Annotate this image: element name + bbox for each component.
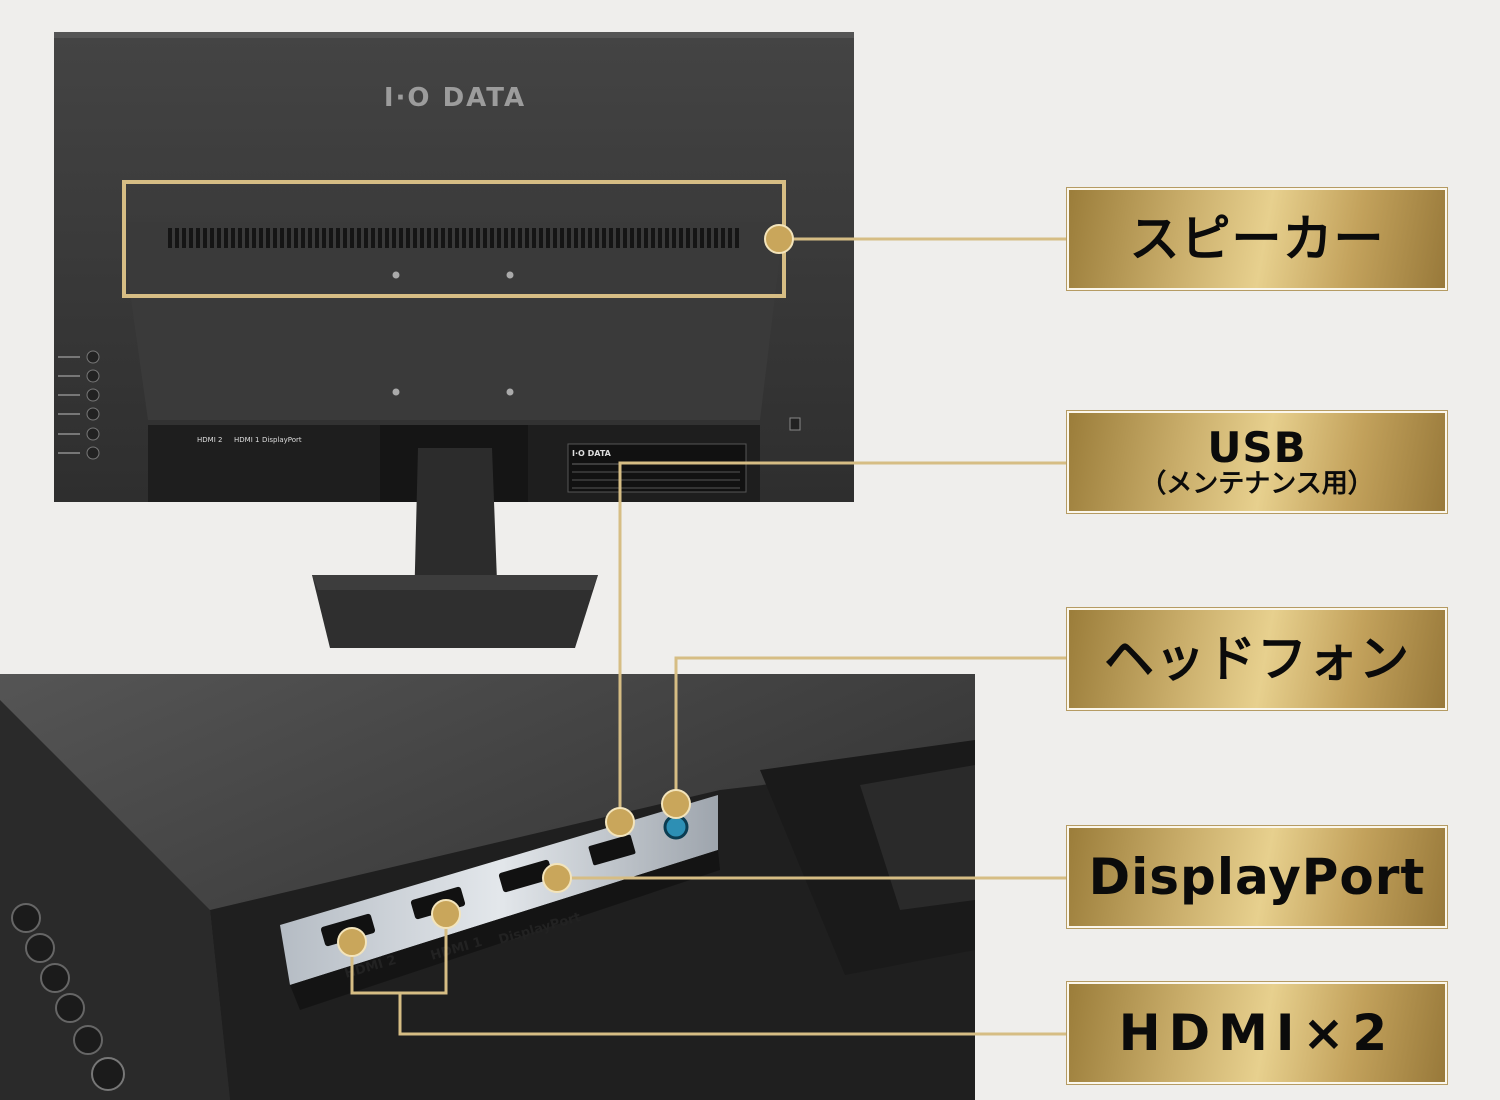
- closeup-control-button: [73, 1025, 103, 1055]
- closeup-port-view: HDMI 2 HDMI 1 DisplayPort: [0, 674, 975, 1100]
- displayport-label: DisplayPort: [1067, 826, 1447, 928]
- callout-lines: [122, 180, 1067, 1036]
- mount-hole: [392, 388, 400, 396]
- back-port-label-hdmi1: HDMI 1: [234, 436, 259, 444]
- closeup-displayport-port: [498, 859, 554, 893]
- displayport-label-text: DisplayPort: [1088, 848, 1426, 906]
- monitor-back-view: I·O DATA HDMI 2 HDMI 1 DisplayPort I·O D…: [54, 32, 854, 648]
- control-button: [86, 407, 100, 421]
- speaker-label: スピーカー: [1067, 188, 1447, 290]
- speaker-label-text: スピーカー: [1129, 210, 1385, 268]
- back-port-label-hdmi2: HDMI 2: [197, 436, 222, 444]
- closeup-control-button: [11, 903, 41, 933]
- headphone-label: ヘッドフォン: [1067, 608, 1447, 710]
- closeup-headphone-jack: [663, 814, 689, 840]
- usb-label-text: USB: [1207, 423, 1307, 472]
- side-control-buttons: [58, 350, 100, 460]
- closeup-stand-face: [860, 765, 975, 910]
- mount-hole: [506, 271, 514, 279]
- closeup-power-button: [91, 1057, 125, 1091]
- closeup-usb-port: [588, 834, 636, 866]
- closeup-control-button: [25, 933, 55, 963]
- spec-plate: [567, 443, 747, 493]
- stand-neck: [414, 448, 498, 608]
- closeup-control-button: [55, 993, 85, 1023]
- port-bay-shadow: [290, 850, 720, 1010]
- hdmi2-dot: [337, 927, 367, 957]
- back-port-label-displayport: DisplayPort: [262, 436, 302, 444]
- power-button: [86, 446, 100, 460]
- callout-dots: [337, 224, 794, 957]
- headphone-dot: [661, 789, 691, 819]
- closeup-control-button: [40, 963, 70, 993]
- control-button: [86, 427, 100, 441]
- hdmi-label: HDMI×2: [1067, 982, 1447, 1084]
- usb-label-subtext: （メンテナンス用）: [1140, 469, 1374, 499]
- hdmi-label-text: HDMI×2: [1118, 1004, 1396, 1062]
- headphone-label-text: ヘッドフォン: [1104, 630, 1410, 688]
- stand-base: [312, 575, 598, 648]
- mount-hole: [506, 388, 514, 396]
- mount-hole: [392, 271, 400, 279]
- spec-plate-brand: I·O DATA: [572, 449, 612, 458]
- displayport-dot: [542, 863, 572, 893]
- usb-label: USB （メンテナンス用）: [1067, 411, 1447, 513]
- speaker-dot: [764, 224, 794, 254]
- brand-logo: I·O DATA: [384, 83, 526, 113]
- speaker-grille: [166, 228, 740, 248]
- monitor-rear-bulge: [120, 222, 784, 420]
- control-button: [86, 369, 100, 383]
- hdmi1-dot: [431, 899, 461, 929]
- monitor-top-edge: [54, 32, 854, 38]
- control-button: [86, 350, 100, 364]
- stand-base-top: [312, 575, 598, 590]
- kensington-slot: [789, 417, 801, 431]
- usb-dot: [605, 807, 635, 837]
- control-button: [86, 388, 100, 402]
